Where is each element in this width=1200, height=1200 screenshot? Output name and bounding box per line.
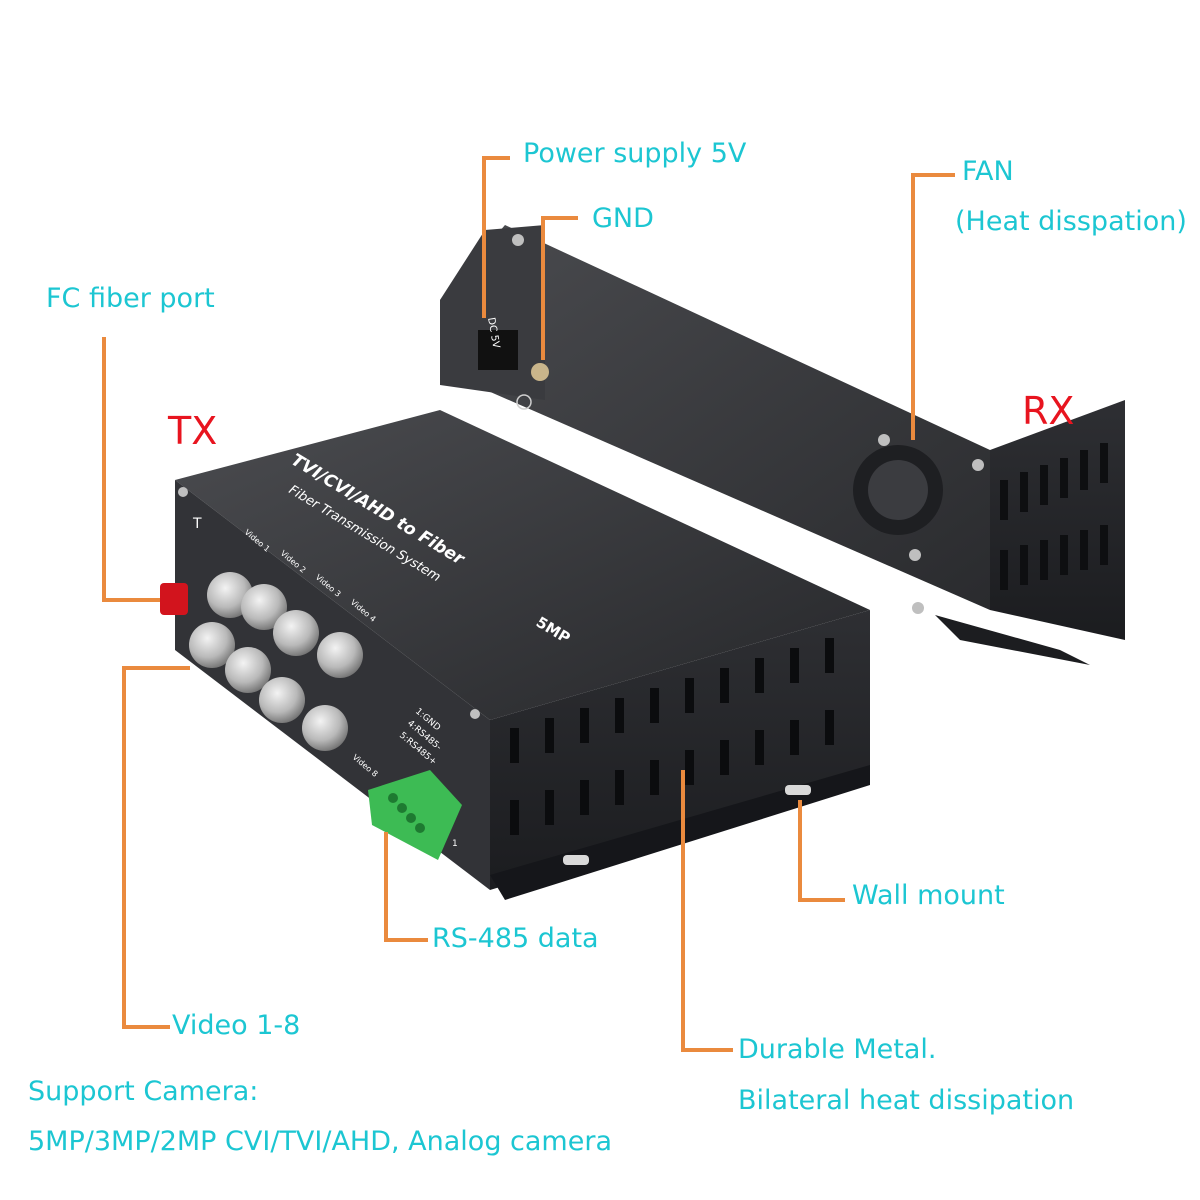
ground-symbol-icon xyxy=(516,394,532,410)
fan-icon xyxy=(853,434,943,561)
support-camera-label: Support Camera: xyxy=(28,1076,259,1107)
rx-mount-flange xyxy=(935,615,1090,665)
rx-rear-panel xyxy=(440,225,545,400)
leader-lines xyxy=(102,156,955,1052)
bnc-icon xyxy=(317,632,363,678)
rs485-label: RS-485 data xyxy=(432,923,599,954)
t-mark-silk: T xyxy=(192,516,202,532)
power-supply-label: Power supply 5V xyxy=(523,138,747,169)
fc-fiber-port xyxy=(160,583,188,615)
bnc-icon xyxy=(273,610,319,656)
wall-mount-label: Wall mount xyxy=(852,880,1005,911)
tx-unit: TVI/CVI/AHD to Fiber Fiber Transmission … xyxy=(160,410,870,900)
wall-mount-hole xyxy=(563,855,589,865)
camera-types-label: 5MP/3MP/2MP CVI/TVI/AHD, Analog camera xyxy=(28,1126,612,1157)
gnd-post xyxy=(531,363,549,381)
bnc-icon xyxy=(302,705,348,751)
screw-icon xyxy=(972,459,984,471)
tx-tag: TX xyxy=(168,409,218,453)
bnc-icon xyxy=(225,647,271,693)
tx-vent-slots xyxy=(510,638,834,835)
bnc-connectors xyxy=(189,572,363,751)
bnc-icon xyxy=(259,677,305,723)
durable-metal-label: Durable Metal. xyxy=(738,1034,937,1065)
rx-unit: DC 5V xyxy=(440,225,1125,665)
rx-tag: RX xyxy=(1022,389,1075,433)
screw-icon xyxy=(512,234,524,246)
bnc-icon xyxy=(241,584,287,630)
rx-vent-slots xyxy=(1000,443,1108,590)
video-label: Video 1-8 xyxy=(172,1010,301,1041)
screw-icon xyxy=(470,709,480,719)
fc-fiber-port-label: FC fiber port xyxy=(46,283,215,314)
tx-side-vents xyxy=(490,610,870,890)
wall-mount-hole xyxy=(785,785,811,795)
rs485-terminal-block xyxy=(368,770,462,860)
fan-sub-label: (Heat disspation) xyxy=(955,206,1187,237)
screw-icon xyxy=(178,487,188,497)
pin-silk: 1 xyxy=(452,839,458,849)
tx-mount-flange xyxy=(490,765,870,900)
dc-silk: DC 5V xyxy=(485,317,501,350)
dc-jack xyxy=(478,330,518,370)
screw-icon xyxy=(912,602,924,614)
gnd-label: GND xyxy=(592,203,654,234)
rx-side-vents xyxy=(990,400,1125,640)
fan-label: FAN xyxy=(962,156,1014,187)
bnc-icon xyxy=(189,622,235,668)
heat-dissipation-label: Bilateral heat dissipation xyxy=(738,1085,1075,1116)
